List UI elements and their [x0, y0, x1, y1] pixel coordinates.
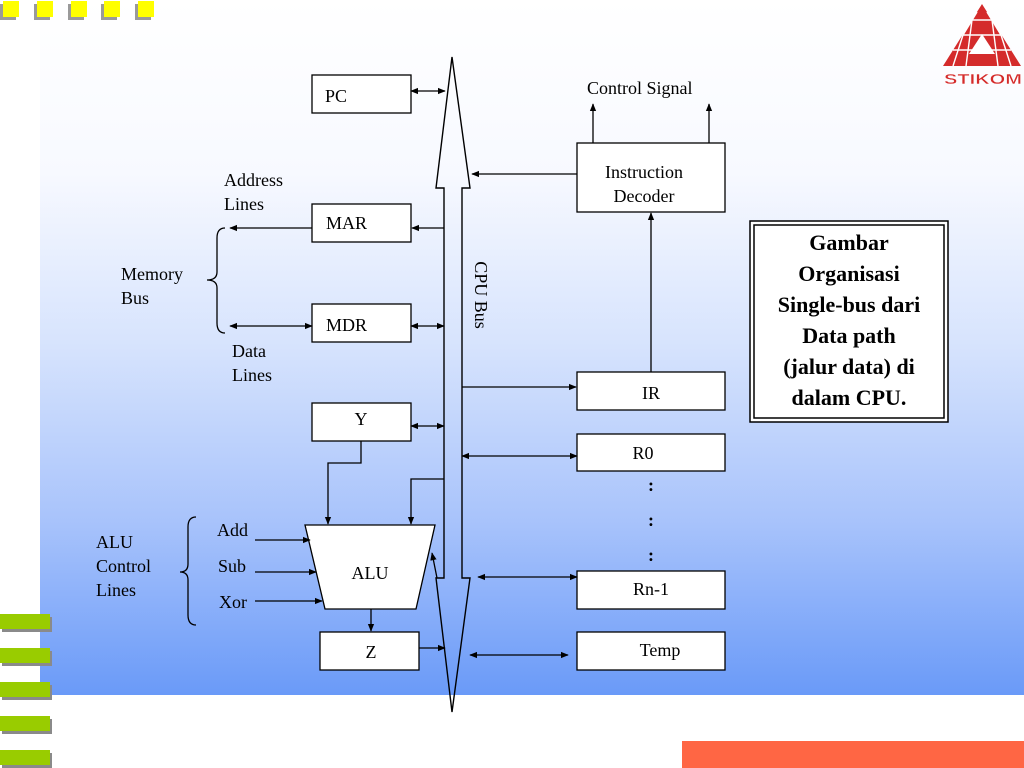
z-register — [319, 631, 420, 671]
memory-bus-label-line1: Memory — [121, 264, 183, 284]
rn-1-label: Rn-1 — [633, 579, 669, 599]
mdr-label: MDR — [326, 315, 367, 335]
logo-pyramid-hole — [969, 34, 995, 54]
connections — [229, 87, 713, 659]
alu-op-add-label: Add — [217, 520, 248, 540]
register-ellipsis: : — [648, 545, 654, 565]
cpu-bus-arrow — [435, 56, 471, 713]
pc-register — [311, 74, 412, 114]
register-ellipsis: : — [648, 510, 654, 530]
temp-register — [576, 631, 726, 671]
y-label: Y — [355, 409, 368, 429]
bus-to-alu-arrow — [407, 478, 444, 525]
side-bar — [0, 682, 50, 697]
caption-line: Organisasi — [798, 261, 899, 286]
memory-bus-brace — [206, 227, 226, 334]
y-register — [311, 402, 412, 442]
bullet-square — [37, 1, 53, 17]
caption-line: Gambar — [809, 230, 889, 255]
instruction-decoder-label-line1: Instruction — [605, 162, 683, 182]
cpu-bus-label: CPU Bus — [471, 261, 491, 329]
address-lines-label-line2: Lines — [224, 194, 264, 214]
side-bar — [0, 716, 50, 731]
ir-register — [576, 371, 726, 411]
side-bars — [0, 614, 52, 768]
r0-label: R0 — [632, 443, 653, 463]
stikom-logo: STIKOM — [943, 4, 1022, 88]
y-to-alu-arrow — [324, 441, 362, 525]
r0-register — [576, 433, 726, 472]
register-ellipsis: : — [648, 475, 654, 495]
single-bus-datapath-diagram: CPU Bus PC MAR MDR Y ALU Z Instruction D… — [96, 56, 726, 713]
address-lines-label-line1: Address — [224, 170, 283, 190]
alu-unit — [304, 524, 436, 610]
side-bar — [0, 648, 50, 663]
caption-line: Single-bus dari — [778, 292, 920, 317]
caption-box: Gambar Organisasi Single-bus dari Data p… — [749, 220, 949, 423]
caption-line: dalam CPU. — [792, 385, 907, 410]
caption-line: (jalur data) di — [783, 354, 915, 379]
data-lines-label-line2: Lines — [232, 365, 272, 385]
bullet-square — [138, 1, 154, 17]
side-bar — [0, 750, 50, 765]
caption-box-outer-border — [749, 220, 949, 423]
rn-1-register — [576, 570, 726, 610]
control-signal-label: Control Signal — [587, 78, 693, 98]
alu-op-xor-label: Xor — [219, 592, 247, 612]
caption-line: Data path — [802, 323, 896, 348]
side-bar — [0, 614, 50, 629]
bullet-square — [71, 1, 87, 17]
pc-label: PC — [325, 86, 347, 106]
bullet-square — [104, 1, 120, 17]
bullet-squares — [0, 1, 154, 20]
footer-bar — [682, 741, 1024, 768]
logo-text: STIKOM — [944, 71, 1022, 88]
instruction-decoder — [576, 142, 726, 213]
alu-op-sub-label: Sub — [218, 556, 246, 576]
bullet-square — [3, 1, 19, 17]
instruction-decoder-label-line2: Decoder — [614, 186, 675, 206]
z-label: Z — [366, 642, 377, 662]
alu-label: ALU — [352, 563, 389, 583]
data-lines-label-line1: Data — [232, 341, 266, 361]
mar-register — [311, 203, 412, 243]
alu-control-lines-label-line3: Lines — [96, 580, 136, 600]
caption-box-inner-border — [753, 224, 945, 419]
memory-bus-label-line2: Bus — [121, 288, 149, 308]
bus-to-alu-carry-arrow — [430, 552, 438, 579]
ir-label: IR — [642, 383, 660, 403]
alu-control-lines-label-line2: Control — [96, 556, 151, 576]
alu-control-lines-brace — [179, 516, 197, 626]
mar-label: MAR — [326, 213, 367, 233]
logo-cube-lines — [952, 11, 1012, 67]
temp-label: Temp — [640, 640, 681, 660]
alu-control-lines-label-line1: ALU — [96, 532, 133, 552]
